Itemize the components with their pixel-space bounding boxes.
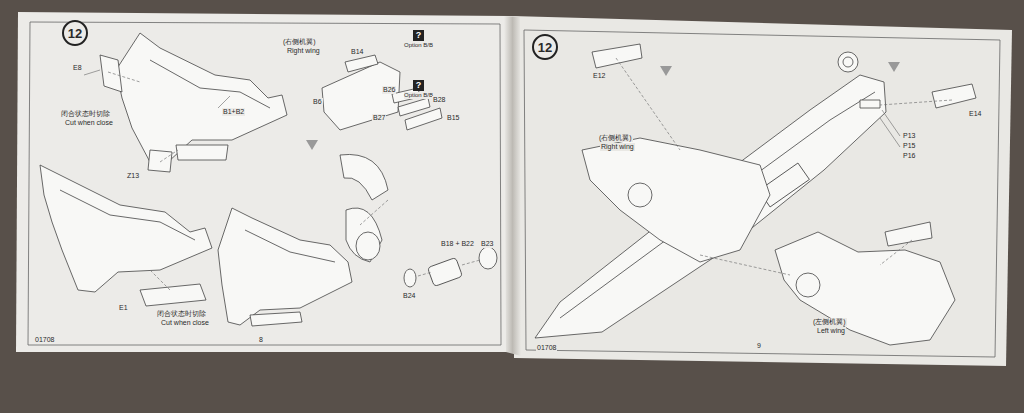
part-label: B15 (446, 114, 460, 122)
part-label: 闭合状态时切除 (156, 310, 207, 318)
assembly-guides (108, 58, 952, 290)
option-mark: ? (413, 80, 424, 91)
part-label: B6 (312, 98, 323, 106)
step-number: 12 (62, 20, 88, 46)
part-label: 9 (756, 342, 762, 350)
option-text: Option B/B (404, 42, 433, 49)
part-label: B28 (432, 96, 446, 104)
left-page (16, 12, 514, 352)
part-label: E14 (968, 110, 982, 118)
part-label: 01708 (536, 344, 557, 352)
part-label: 闭合状态时切除 (60, 110, 111, 118)
step-number: 12 (68, 27, 82, 40)
part-label: 01708 (34, 336, 55, 344)
part-label: (右侧机翼) (598, 134, 633, 142)
part-label: B1+B2 (222, 108, 245, 116)
page-frame (524, 30, 1000, 357)
part-label: E8 (72, 64, 83, 72)
part-label: B23 (480, 240, 494, 248)
option-box: ?Option B/B (404, 30, 433, 49)
part-label: Right wing (286, 47, 321, 55)
part-label: B27 (372, 114, 386, 122)
part-label: B18 + B22 (440, 240, 475, 248)
part-label: Left wing (816, 327, 846, 335)
part-label: B26 (382, 86, 396, 94)
part-label: Z13 (126, 172, 140, 180)
option-text: Option B/B (404, 92, 433, 99)
part-label: Cut when close (160, 319, 210, 327)
part-label: E1 (118, 304, 129, 312)
wing-drawings (40, 33, 976, 345)
step-number: 12 (532, 34, 558, 60)
page-fold (504, 16, 521, 356)
leader-lines (84, 70, 900, 147)
part-label: E12 (592, 72, 606, 80)
part-label: Cut when close (64, 119, 114, 127)
part-label: P15 (902, 142, 916, 150)
option-box: ?Option B/B (404, 80, 433, 99)
part-label: (右侧机翼) (282, 38, 317, 46)
option-mark: ? (413, 30, 424, 41)
part-label: Right wing (600, 143, 635, 151)
page-frame (28, 22, 501, 345)
part-label: P13 (902, 132, 916, 140)
right-page (512, 16, 1012, 366)
step-number: 12 (538, 41, 552, 54)
part-label: P16 (902, 152, 916, 160)
part-label: (左侧机翼) (812, 318, 847, 326)
part-label: B14 (350, 48, 364, 56)
flow-arrows (306, 62, 900, 150)
part-label: 8 (258, 336, 264, 344)
part-label: B24 (402, 292, 416, 300)
